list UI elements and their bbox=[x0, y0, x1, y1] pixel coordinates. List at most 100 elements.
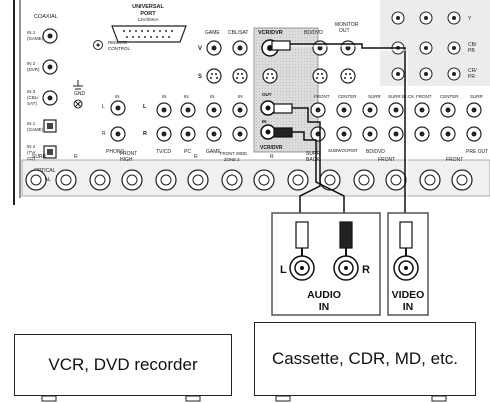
surr-back-label: SURR BACK bbox=[388, 94, 414, 99]
s-video-jack-game[interactable] bbox=[206, 68, 222, 84]
gnd-label: GND bbox=[74, 91, 86, 97]
in-label-game: IN bbox=[210, 94, 215, 99]
bddvd-audio-label: BD/DVD bbox=[366, 149, 385, 155]
in-label-tv: IN bbox=[162, 94, 167, 99]
device-left-label: VCR, DVD recorder bbox=[48, 355, 198, 374]
video-header-cbl: CBL/SAT bbox=[228, 30, 248, 36]
audio-cable-r bbox=[276, 131, 345, 230]
audio-in-l-jack[interactable] bbox=[289, 255, 315, 281]
audio-r-jacks[interactable] bbox=[156, 126, 482, 142]
pre-out-label: PRE OUT bbox=[466, 149, 488, 155]
s-video-jack-cbl[interactable] bbox=[232, 68, 248, 84]
gnd-screw[interactable] bbox=[73, 99, 83, 109]
in-label-vcr: IN bbox=[262, 119, 267, 124]
audio-l-jacks[interactable] bbox=[156, 102, 482, 118]
remote-control-jack[interactable] bbox=[93, 40, 103, 50]
audio-section: IN IN IN IN IN OUT IN FRONT CENTER SURR … bbox=[102, 92, 488, 155]
vcr-audio-out-l-jack[interactable] bbox=[260, 100, 276, 116]
device-right-label: Cassette, CDR, MD, etc. bbox=[271, 349, 459, 368]
video-header-game: GAME bbox=[205, 30, 220, 36]
coaxial-in2-jack[interactable] bbox=[42, 59, 58, 75]
audio-plug-white bbox=[295, 221, 309, 249]
in3-label: IN 3(CBL/SAT) bbox=[27, 89, 39, 106]
subwoofer-label: SUBWOOFER bbox=[328, 148, 358, 153]
digital-input-section: COAXIAL IN 1(GAME) IN 2(DVR) IN 3(CBL/SA… bbox=[27, 14, 58, 183]
video-in-jack[interactable] bbox=[393, 255, 419, 281]
audio-in-r-jack[interactable] bbox=[333, 255, 359, 281]
spk-r-label-2: R bbox=[194, 154, 198, 160]
coaxial-in1-jack[interactable] bbox=[42, 28, 58, 44]
opt-in1-label: IN 1(GAME) bbox=[27, 121, 44, 132]
vcr-dvr-audio-label: VCR/DVR bbox=[260, 145, 283, 151]
coaxial-in3-jack[interactable] bbox=[42, 90, 58, 106]
ground-icon bbox=[73, 80, 83, 90]
surr-label-2: SURR bbox=[470, 94, 484, 99]
universal-port-connector[interactable] bbox=[111, 25, 187, 43]
spk-surr-label: SURR bbox=[32, 154, 47, 160]
r-label-row: R bbox=[143, 131, 147, 137]
video-jack-game[interactable] bbox=[206, 40, 222, 56]
video-cable bbox=[276, 43, 408, 230]
audio-in-l-label: L bbox=[280, 264, 287, 276]
audio-plug-black bbox=[339, 221, 353, 249]
s-label: S bbox=[198, 74, 202, 80]
front-label: FRONT bbox=[314, 94, 330, 99]
front-label-2: FRONT bbox=[416, 94, 432, 99]
optical-in2-port[interactable] bbox=[43, 145, 57, 159]
in-label-pc: IN bbox=[184, 94, 189, 99]
component-jacks[interactable] bbox=[391, 11, 461, 81]
game-audio-label: GAME bbox=[206, 149, 221, 155]
s-video-jack-vcr[interactable] bbox=[262, 68, 278, 84]
audio-plug-r bbox=[273, 127, 293, 138]
optical-in1-port[interactable] bbox=[43, 119, 57, 133]
spk-front-label: FRONT bbox=[378, 157, 395, 163]
video-plug-white bbox=[399, 221, 413, 249]
l-label-phono: L bbox=[102, 104, 105, 110]
out-label: OUT bbox=[262, 92, 272, 97]
phono-l-jack[interactable] bbox=[110, 100, 126, 116]
spk-r-label: R bbox=[74, 154, 78, 160]
r-label-phono: R bbox=[102, 131, 106, 137]
device-vcr-dvd-recorder: VCR, DVD recorder bbox=[14, 334, 232, 396]
audio-in-r-label: R bbox=[362, 264, 370, 276]
pc-label: PC bbox=[184, 149, 191, 155]
opt-in2-label: IN 2(TV/CD) bbox=[27, 144, 36, 161]
speaker-posts[interactable] bbox=[25, 169, 473, 191]
video-jack-bd[interactable] bbox=[312, 40, 328, 56]
video-plug bbox=[271, 40, 291, 51]
l-label-row: L bbox=[143, 104, 147, 110]
phono-r-jack[interactable] bbox=[110, 126, 126, 142]
center-label-2: CENTER bbox=[440, 94, 459, 99]
coaxial-label: COAXIAL bbox=[34, 14, 58, 20]
device-cassette-cdr-md: Cassette, CDR, MD, etc. bbox=[254, 322, 476, 396]
in1-label: IN 1(GAME) bbox=[27, 30, 44, 41]
s-video-jack-monitor[interactable] bbox=[340, 68, 356, 84]
surr-label: SURR bbox=[368, 94, 382, 99]
video-jack-cbl[interactable] bbox=[232, 40, 248, 56]
vcr-audio-out-r-jack[interactable] bbox=[260, 124, 276, 140]
s-video-jack-bd[interactable] bbox=[312, 68, 328, 84]
in2-label: IN 2(DVR) bbox=[27, 61, 40, 72]
audio-plug-l bbox=[273, 103, 293, 114]
center-label: CENTER bbox=[338, 94, 357, 99]
tvcd-label: TV/CD bbox=[156, 149, 171, 155]
in-label-phono: IN bbox=[115, 94, 120, 99]
audio-cable-l bbox=[276, 107, 321, 230]
device-feet bbox=[41, 395, 447, 402]
video-jack-monitor[interactable] bbox=[340, 40, 356, 56]
v-label: V bbox=[198, 46, 202, 52]
